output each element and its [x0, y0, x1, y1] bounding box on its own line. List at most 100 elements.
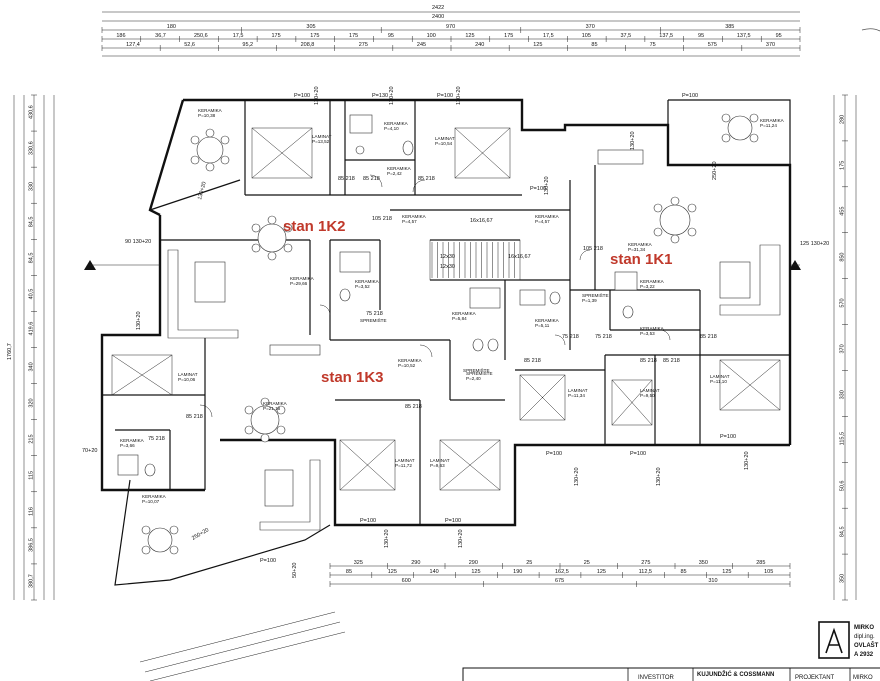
svg-text:P=10,52: P=10,52: [398, 363, 416, 368]
door-code: 85 218: [186, 414, 203, 420]
door-code: 85 218: [663, 358, 680, 364]
dim-top-total: 2422: [432, 5, 444, 11]
svg-text:KERAMIKA: KERAMIKA: [640, 326, 665, 331]
investor-name: KUJUNDŽIĆ & COSSMANN: [697, 670, 774, 678]
window-code: 130+20: [389, 86, 395, 105]
designer-name: MIRKO: [853, 675, 873, 681]
dim-label: 290: [469, 560, 478, 566]
svg-text:P=3,52: P=3,52: [355, 284, 370, 289]
svg-text:LAMINAT: LAMINAT: [178, 372, 198, 377]
dim-label: 52,6: [184, 42, 195, 48]
svg-text:P=4,57: P=4,57: [535, 219, 550, 224]
svg-text:P=13,52: P=13,52: [312, 139, 330, 144]
dim-label: 115: [29, 471, 35, 480]
window-code: 130+20: [456, 86, 462, 105]
door-code: 75 218: [562, 334, 579, 340]
sofa-1k2: [167, 249, 239, 339]
window-code: 90 130+20: [125, 239, 151, 245]
svg-text:P=31,34: P=31,34: [628, 247, 646, 252]
dim-label: 186: [116, 33, 125, 39]
svg-text:P=11,10: P=11,10: [710, 379, 727, 384]
svg-text:P=11,34: P=11,34: [568, 393, 585, 398]
dim-label: 127,4: [126, 42, 140, 48]
svg-text:SPREMIŠTE: SPREMIŠTE: [582, 292, 609, 298]
dim-label: 370: [766, 42, 775, 48]
designer-label: PROJEKTANT: [795, 675, 835, 681]
dim-label: 330: [29, 182, 35, 191]
svg-text:P=5,84: P=5,84: [452, 316, 467, 321]
dim-label: 137,5: [659, 33, 673, 39]
dim-label: 455: [840, 207, 846, 216]
storage-label: SPREMIŠTE: [463, 367, 490, 373]
title-block: MIRKO dipl.ing. OVLAŠT A 2932 INVESTITOR…: [462, 621, 880, 681]
dim-label: 84,5: [29, 253, 35, 264]
svg-text:P=10,38: P=10,38: [198, 113, 216, 118]
window-code: 130+20: [656, 467, 662, 486]
opening-codes: 130+20 130+20 130+20 130+20 130+20 130+2…: [82, 86, 829, 578]
svg-text:P=9,63: P=9,63: [430, 463, 445, 468]
furniture: [111, 113, 781, 555]
svg-text:P=9,50: P=9,50: [640, 393, 655, 398]
svg-text:KERAMIKA: KERAMIKA: [535, 214, 560, 219]
door-code: 85 218: [700, 334, 717, 340]
dim-label: 40,5: [29, 289, 35, 300]
dim-label: 600: [402, 578, 411, 584]
dim-label: 330,6: [29, 141, 35, 155]
door-code: 85 218: [418, 176, 435, 182]
architect-logo-icon: [818, 621, 850, 659]
dim-label: 190: [513, 569, 522, 575]
window-code: 130+20: [384, 529, 390, 548]
door-code: 85 218: [524, 358, 541, 364]
stair-h3: 16x16,67: [508, 254, 531, 260]
svg-text:P=11,24: P=11,24: [760, 123, 777, 128]
parapet-label: P=100: [546, 451, 562, 457]
coffee-table-1k2: [194, 261, 226, 303]
svg-text:KERAMIKA: KERAMIKA: [628, 242, 653, 247]
svg-text:KERAMIKA: KERAMIKA: [640, 279, 665, 284]
apartment-label-1k1: stan 1K1: [610, 251, 673, 268]
svg-text:KERAMIKA: KERAMIKA: [142, 494, 167, 499]
dim-label: 275: [641, 560, 650, 566]
dim-label: 330: [840, 390, 846, 399]
dim-label: 175: [310, 33, 319, 39]
left-dimensions: 1760,7 430,6330,633084,584,540,5419,6340…: [7, 94, 55, 601]
dim-label: 340: [29, 362, 35, 371]
dim-label: 36,7: [155, 33, 166, 39]
dim-label: 25: [526, 560, 532, 566]
parapet-label: P=100: [630, 451, 646, 457]
apartment-label-1k3: stan 1K3: [321, 369, 384, 386]
window-code: 130+20: [197, 181, 208, 200]
dim-label: 175: [840, 161, 846, 170]
svg-text:KERAMIKA: KERAMIKA: [535, 318, 560, 323]
window-code: 130+20: [314, 86, 320, 105]
dim-label: 430,6: [29, 105, 35, 119]
sofa-1k1: [719, 244, 781, 316]
svg-text:KERAMIKA: KERAMIKA: [398, 358, 423, 363]
staircase: 16x16,67 12x30 12x30 16x16,67: [429, 218, 531, 281]
svg-text:SPREMIŠTE: SPREMIŠTE: [466, 370, 493, 376]
svg-text:P=10,06: P=10,06: [178, 377, 196, 382]
svg-text:LAMINAT: LAMINAT: [568, 388, 588, 393]
window-code: 130+20: [136, 311, 142, 330]
dim-label: 419,6: [29, 322, 35, 336]
dim-label: 75: [650, 42, 656, 48]
stair-h2: 12x30: [440, 264, 455, 270]
window-code: 130+20: [544, 176, 550, 195]
dim-label: 137,5: [737, 33, 751, 39]
dim-label: 850: [840, 252, 846, 261]
